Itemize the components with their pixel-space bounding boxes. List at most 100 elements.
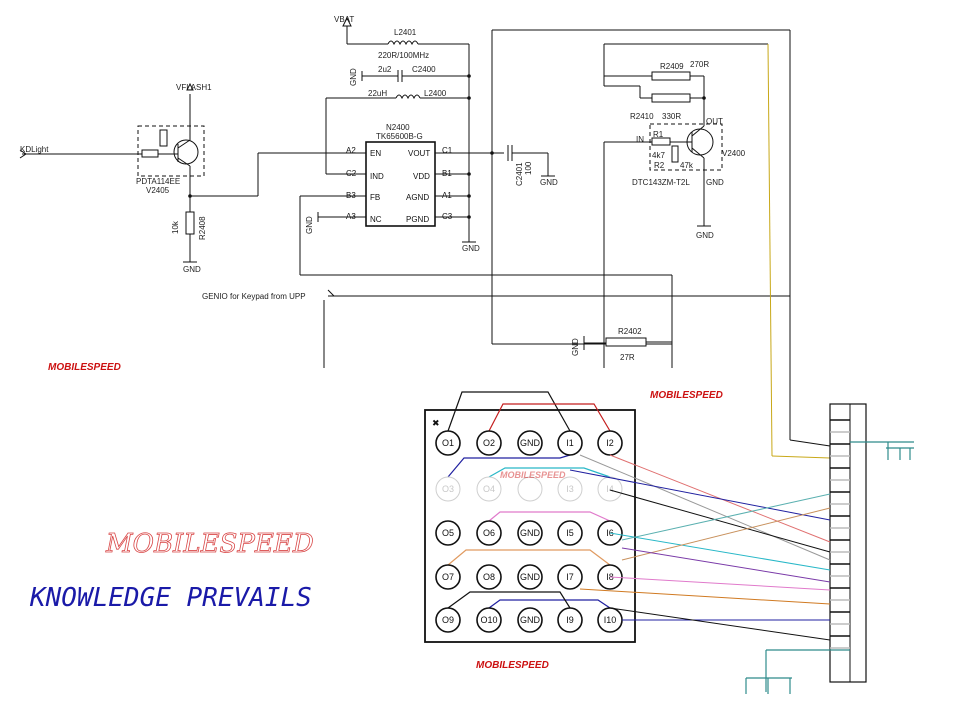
c2400-label: C2400 <box>412 65 436 74</box>
v2400-out-label: OUT <box>706 117 723 126</box>
watermark-small-4: MOBILESPEED <box>476 660 549 671</box>
vflash-label: VFLASH1 <box>176 83 212 92</box>
pin-en: EN <box>370 149 381 158</box>
keypad-ball-label: O3 <box>442 484 454 494</box>
watermark-small-2: MOBILESPEED <box>650 390 723 401</box>
r2402-label: R2402 <box>618 327 642 336</box>
keypad-ball-label: I4 <box>606 484 614 494</box>
keypad-ball <box>435 430 461 456</box>
keypad-ball-label: I5 <box>566 528 574 538</box>
keypad-ball-label: O2 <box>483 438 495 448</box>
keypad-ball-label: GND <box>520 528 541 538</box>
watermarks: MOBILESPEED MOBILESPEED MOBILESPEED MOBI… <box>29 362 723 671</box>
r1-value: 4k7 <box>652 151 665 160</box>
v2405-transistor: KDLight VFLASH1 PDTA114EE V2405 GND 10k … <box>19 82 259 274</box>
pin-fb: FB <box>370 193 380 202</box>
keypad-ball-label: O4 <box>483 484 495 494</box>
v2400-transistor: R2409 270R R2410 330R IN R1 4k7 R2 47k O… <box>603 43 768 368</box>
r2408-gnd-label: GND <box>183 265 201 274</box>
r2409-label: R2409 <box>660 62 684 71</box>
r2408-label: R2408 <box>198 216 207 240</box>
pin-nc: NC <box>370 215 382 224</box>
v2400-label: V2400 <box>722 149 746 158</box>
keypad-ball <box>517 430 543 456</box>
v2405-label: V2405 <box>146 186 170 195</box>
keypad-trace <box>447 454 571 478</box>
c2401-gnd-label: GND <box>540 178 558 187</box>
pin-vdd: VDD <box>413 172 430 181</box>
pin-pgnd: PGND <box>406 215 429 224</box>
keypad-trace <box>447 591 571 609</box>
v2400-in-label: IN <box>636 135 644 144</box>
pin-ind: IND <box>370 172 384 181</box>
tk-part-label: TK65600B-G <box>376 132 423 141</box>
l2400-value: 22uH <box>368 89 387 98</box>
keypad-ball <box>557 476 583 502</box>
r1-label: R1 <box>653 130 664 139</box>
connector-trace <box>579 454 831 561</box>
keypad-ball-label: O7 <box>442 572 454 582</box>
r2-label: R2 <box>654 161 665 170</box>
keypad-ball <box>517 520 543 546</box>
keypad-ball <box>476 564 502 590</box>
keypad-trace <box>488 403 611 432</box>
keypad-ball <box>557 607 583 633</box>
c2401-label: C2401 <box>515 162 524 186</box>
keypad-ball <box>517 476 543 502</box>
keypad-ball <box>476 476 502 502</box>
keypad-ball <box>557 520 583 546</box>
keypad-ball-label: I1 <box>566 438 574 448</box>
keypad-ball-label: I2 <box>606 438 614 448</box>
connector-trace <box>609 607 831 641</box>
l2401-value: 220R/100MHz <box>378 51 429 60</box>
l2400-inductor <box>395 94 421 100</box>
keypad-ball <box>435 607 461 633</box>
connector-trace <box>579 588 831 605</box>
pin-c1-ball: C1 <box>442 146 453 155</box>
connector-trace <box>621 493 831 541</box>
keypad-ball-label: O9 <box>442 615 454 625</box>
connector-feed-lines <box>492 29 831 459</box>
keypad-ball-label: GND <box>520 572 541 582</box>
connector-trace <box>621 547 831 583</box>
keypad-ball <box>597 476 623 502</box>
keypad-trace <box>447 391 571 432</box>
keypad-trace <box>488 599 611 609</box>
svg-text:✖: ✖ <box>432 418 440 428</box>
keypad-ball-label: GND <box>520 615 541 625</box>
c2401-capacitor: GND C2401 100 <box>507 145 558 187</box>
r2402-value: 27R <box>620 353 635 362</box>
ic-gnd-label: GND <box>462 244 480 253</box>
keypad-ball-label: GND <box>520 438 541 448</box>
n2400-label: N2400 <box>386 123 410 132</box>
kdlight-label: KDLight <box>20 145 49 154</box>
pdta-label: PDTA114EE <box>136 177 180 186</box>
genio-wiring: GENIO for Keypad from UPP <box>202 196 790 368</box>
keypad-trace <box>488 511 611 522</box>
c2401-value: 100 <box>524 161 533 175</box>
keypad-ball <box>435 564 461 590</box>
keypad-ball-label: O5 <box>442 528 454 538</box>
keypad-ball <box>557 564 583 590</box>
keypad-ball <box>435 520 461 546</box>
v2400-gnd2-label: GND <box>696 231 714 240</box>
r2402-resistor: GND R2402 27R <box>491 30 673 368</box>
vbat-label: VBAT <box>334 15 354 24</box>
keypad-ball <box>476 430 502 456</box>
flex-connector <box>745 403 914 694</box>
r2410-value: 330R <box>662 112 681 121</box>
pin-vout: VOUT <box>408 149 430 158</box>
c2400-value: 2u2 <box>378 65 392 74</box>
keypad-ball-label: O8 <box>483 572 495 582</box>
connector-trace <box>621 507 831 561</box>
r2408-resistor <box>185 211 195 235</box>
c2400-gnd-label: GND <box>349 68 358 86</box>
keypad-ball-label: O10 <box>480 615 497 625</box>
keypad-ball <box>557 430 583 456</box>
l2400-label: L2400 <box>424 89 447 98</box>
watermark-small-3: MOBILESPEED <box>500 470 566 480</box>
keypad-ball-label: I3 <box>566 484 574 494</box>
connector-trace <box>609 532 831 571</box>
